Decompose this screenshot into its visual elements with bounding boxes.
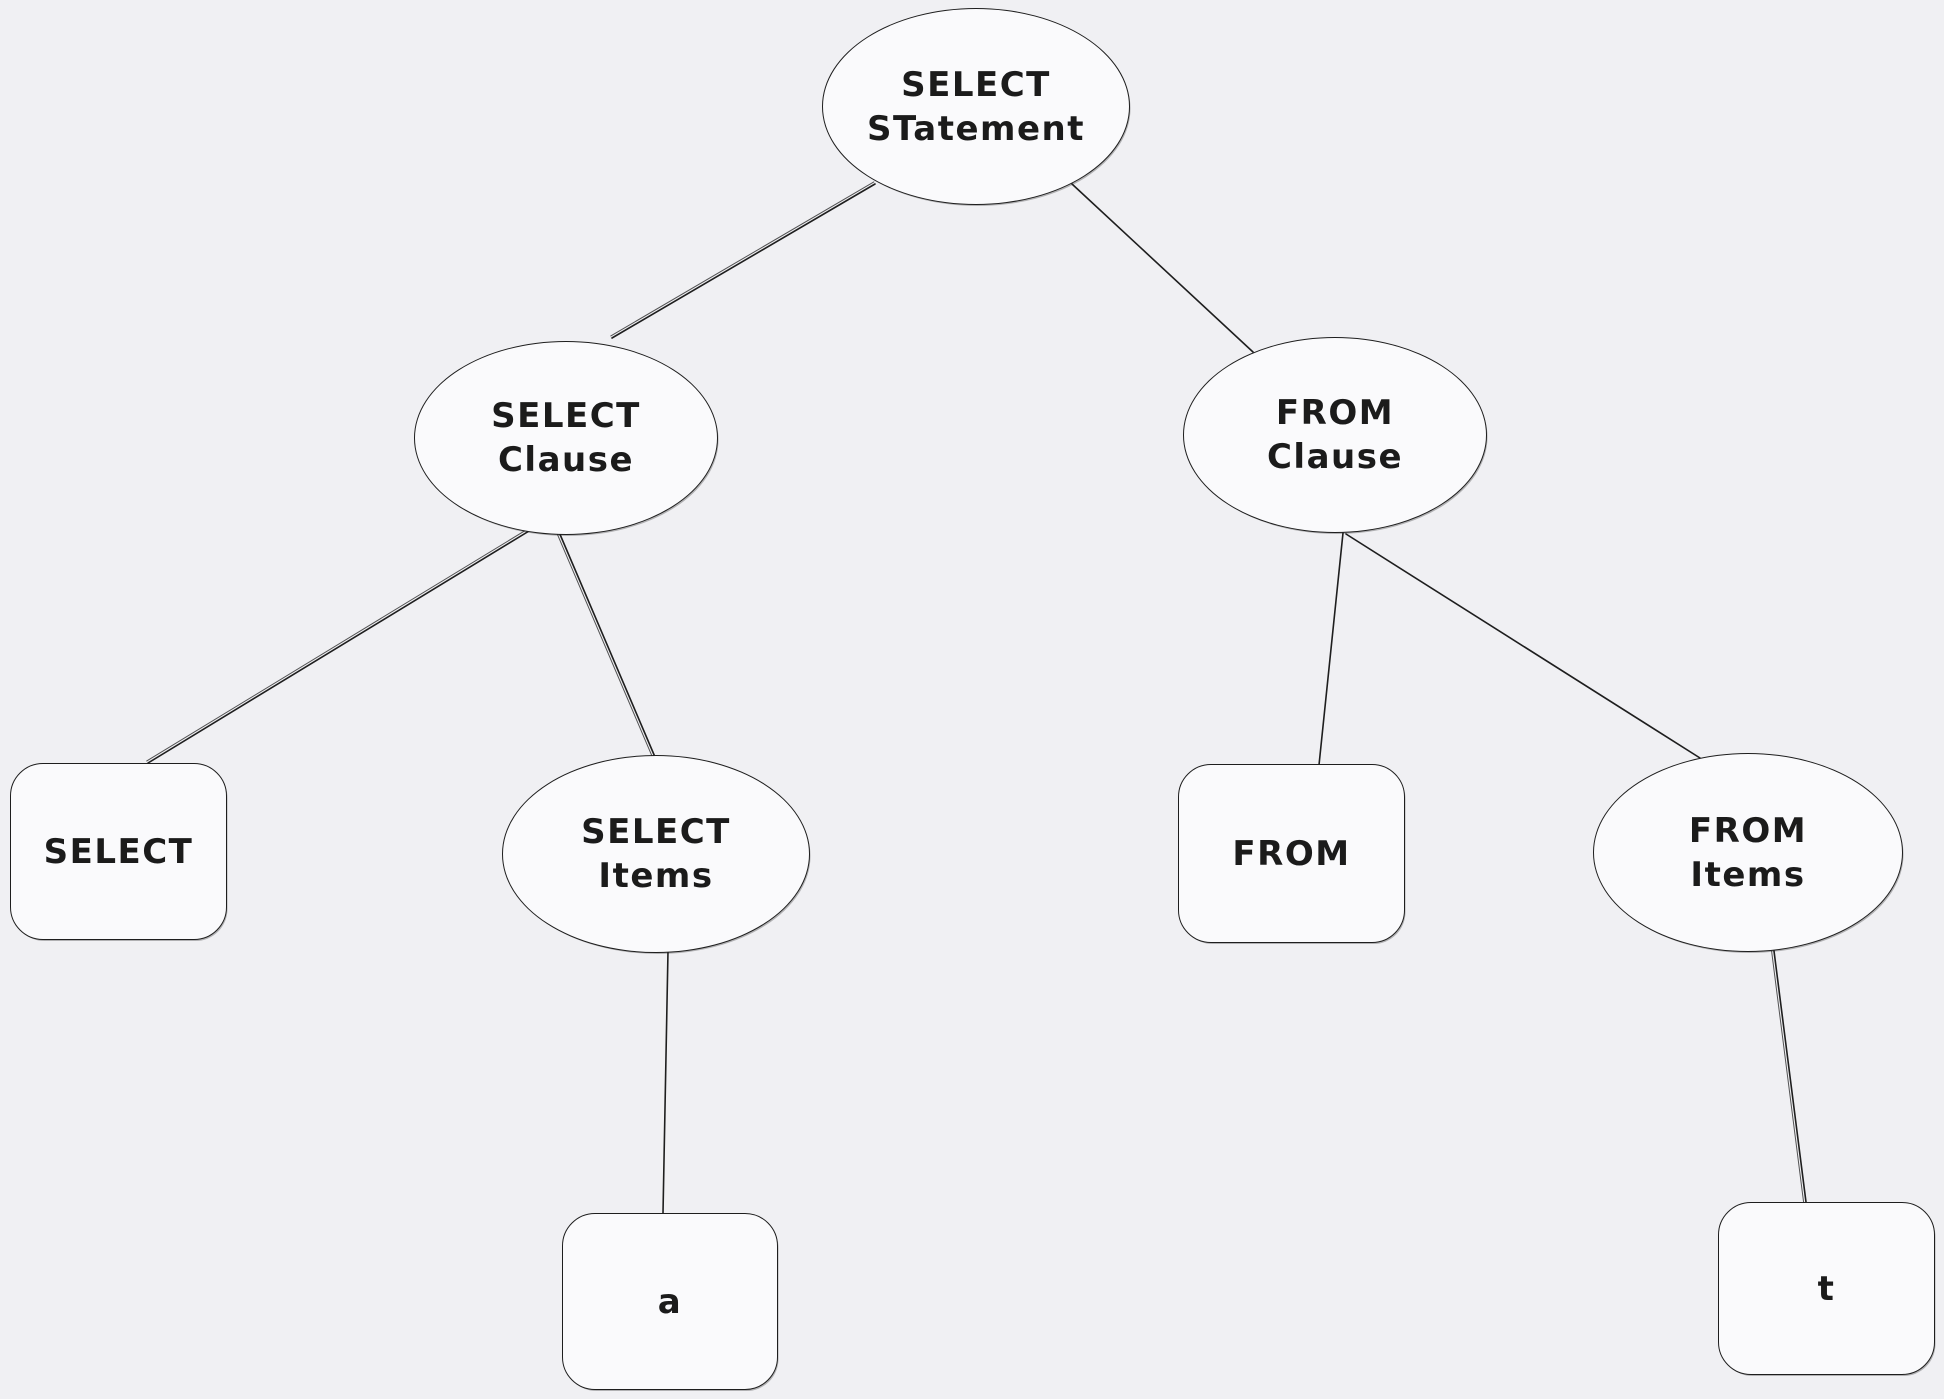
label-line: a	[657, 1281, 683, 1322]
label-line: t	[1817, 1268, 1836, 1309]
label-line: SELECT	[901, 64, 1051, 105]
label-line: Clause	[497, 440, 635, 480]
label-line: STatement	[867, 108, 1085, 149]
edge-select-statement-to-select-clause[interactable]	[611, 183, 876, 339]
edge-select-clause-to-select-keyword[interactable]	[147, 527, 535, 764]
node-label: SELECT	[44, 830, 194, 874]
label-line: Items	[1690, 854, 1806, 895]
label-line: SELECT	[581, 812, 731, 852]
edge-from-clause-to-from-items[interactable]	[1345, 533, 1701, 759]
node-label: FROM	[1232, 832, 1350, 876]
edge-select-statement-to-select-clause-second-pass[interactable]	[610, 181, 875, 337]
label-line: Items	[598, 856, 714, 896]
node-select-keyword[interactable]: SELECT	[10, 763, 227, 940]
edge-select-clause-to-select-items-second-pass[interactable]	[556, 532, 654, 759]
node-label: a	[658, 1280, 682, 1324]
edge-from-items-to-item-t-second-pass[interactable]	[1771, 950, 1805, 1203]
label-line: SELECT	[43, 831, 194, 872]
node-item-t[interactable]: t	[1718, 1202, 1935, 1375]
edge-from-clause-to-from-keyword[interactable]	[1318, 532, 1344, 766]
edge-from-items-to-item-t[interactable]	[1773, 950, 1807, 1203]
label-line: SELECT	[491, 396, 641, 436]
label-line: FROM	[1232, 833, 1351, 874]
node-item-a[interactable]: a	[562, 1213, 778, 1390]
label-line: Clause	[1266, 437, 1404, 477]
label-line: FROM	[1275, 393, 1395, 433]
edge-select-statement-to-from-clause[interactable]	[1071, 183, 1254, 353]
node-from-keyword[interactable]: FROM	[1178, 764, 1405, 943]
label-line: FROM	[1688, 810, 1808, 851]
node-label: t	[1818, 1267, 1836, 1311]
edge-select-clause-to-select-items[interactable]	[558, 531, 656, 758]
edge-select-items-to-item-a[interactable]	[662, 950, 669, 1214]
edge-select-clause-to-select-keyword-second-pass[interactable]	[146, 525, 534, 762]
